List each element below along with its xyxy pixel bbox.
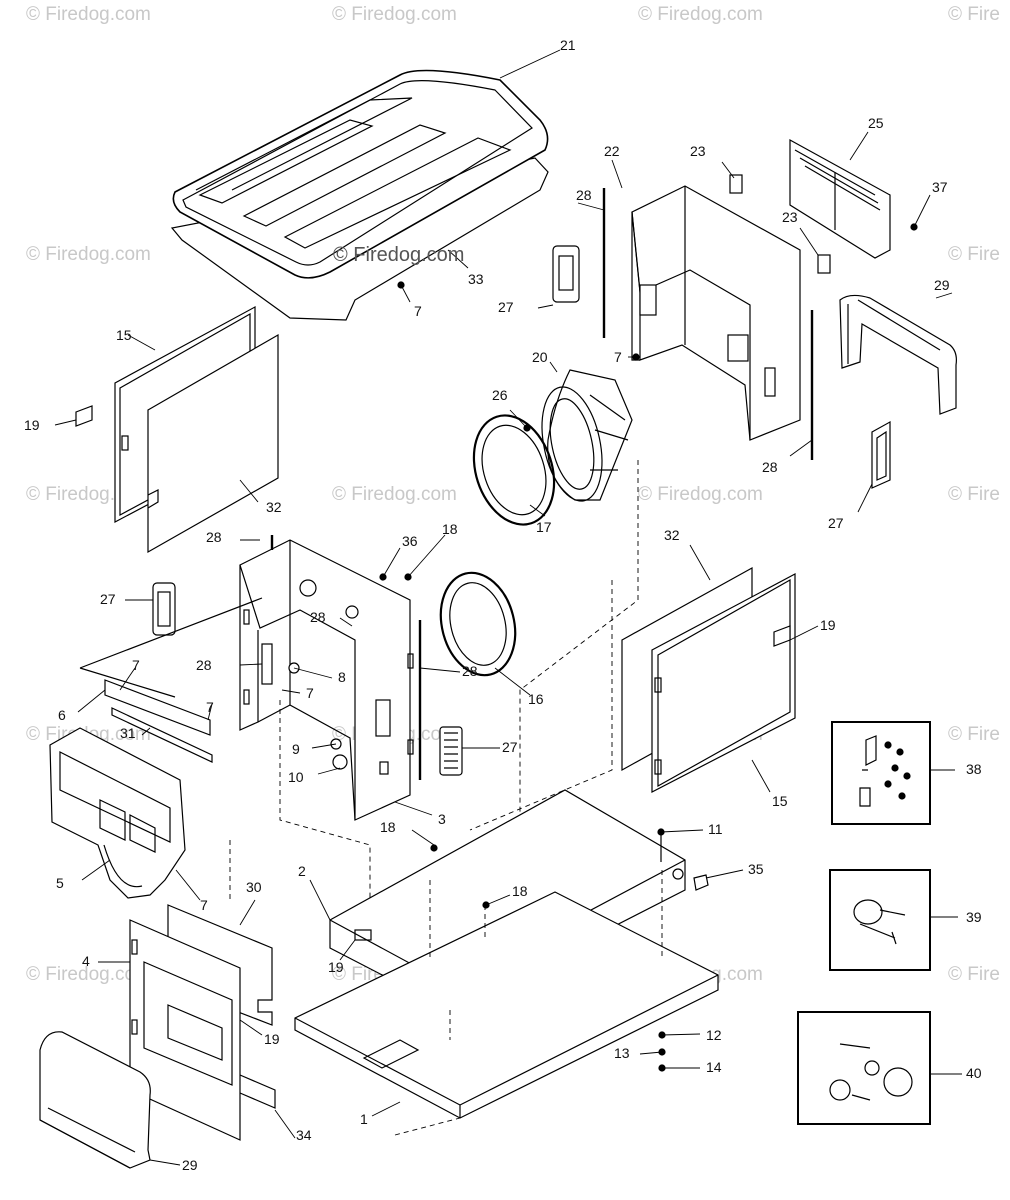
watermark: © Firedog.com [332,484,457,505]
side-panel-part [621,566,796,793]
part-number-label: 11 [708,821,723,837]
part-number-label: 26 [492,387,508,403]
part-number-label: 15 [116,327,132,343]
part-number-label: 2 [298,863,306,879]
part-number-label: 27 [100,591,116,607]
part-number-label: 7 [414,303,422,319]
part-number-label: 28 [196,657,212,673]
gasket-ring-part [439,571,517,677]
part-number-label: 14 [706,1059,722,1075]
part-number-label: 6 [58,707,66,723]
top-cover-part [170,69,549,321]
shroud-part [39,1031,151,1169]
watermark: © Firedog.com [638,4,763,25]
part-number-label: 36 [402,533,418,549]
gasket-part [817,254,831,274]
watermark: © Fire [948,724,1000,745]
part-number-label: 8 [338,669,346,685]
part-number-label: 18 [380,819,396,835]
part-number-label: 1 [360,1111,368,1127]
part-number-label: 23 [782,209,798,225]
gasket-part [729,174,743,194]
assembly-guide-lines [229,460,663,1136]
part-number-label: 28 [576,187,592,203]
watermark: © Firedog.com [26,4,151,25]
part-number-label: 20 [532,349,548,365]
front-door-part [129,904,276,1141]
part-number-label: 7 [614,349,622,365]
part-number-label: 40 [966,1065,982,1081]
part-number-label: 13 [614,1045,630,1061]
part-number-label: 10 [288,769,304,785]
part-number-label: 18 [512,883,528,899]
part-number-label: 27 [828,515,844,531]
watermark: © Firedog.com [332,4,457,25]
kit-box-39 [829,869,931,971]
part-number-label: 28 [206,529,222,545]
watermark: © Firedog.com [638,484,763,505]
part-number-label: 19 [24,417,40,433]
part-number-label: 32 [266,499,282,515]
part-number-label: 19 [264,1031,280,1047]
watermark: © Fire [948,964,1000,985]
part-number-label: 16 [528,691,544,707]
watermark-center: © Firedog.com [333,244,465,266]
watermark: © Firedog.com [26,964,151,985]
part-number-label: 27 [502,739,518,755]
back-panel-part [789,138,891,259]
watermark: © Fire [948,244,1000,265]
bottom-pan-part [294,891,719,1119]
kit-box-40 [797,1011,931,1125]
part-number-label: 34 [296,1127,312,1143]
part-number-label: 21 [560,37,576,53]
part-number-label: 35 [748,861,764,877]
part-number-label: 7 [206,699,214,715]
part-number-label: 9 [292,741,300,757]
part-number-label: 39 [966,909,982,925]
part-number-label: 7 [200,897,208,913]
part-number-label: 7 [306,685,314,701]
part-number-label: 5 [56,875,64,891]
part-number-label: 15 [772,793,788,809]
part-number-label: 4 [82,953,90,969]
part-number-label: 28 [762,459,778,475]
watermark: © Firedog.com [26,244,151,265]
part-number-label: 31 [120,725,136,741]
part-number-label: 23 [690,143,706,159]
part-number-label: 28 [462,663,478,679]
kit-box-38 [831,721,931,825]
middle-cabinet-part [239,539,414,821]
part-number-label: 3 [438,811,446,827]
part-number-label: 33 [468,271,484,287]
part-number-label: 28 [310,609,326,625]
part-number-label: 25 [868,115,884,131]
shroud-part [839,294,957,415]
blower-housing-part [472,369,633,526]
part-number-label: 30 [246,879,262,895]
side-panel-part [75,305,279,554]
part-number-label: 29 [182,1157,198,1173]
watermark: © Fire [948,4,1000,25]
burner-housing-part [49,727,186,899]
hardware-part [379,223,918,1072]
part-number-label: 19 [820,617,836,633]
vent-grille-part [152,245,891,776]
part-number-label: 19 [328,959,344,975]
leader-lines [54,49,962,1166]
watermark: © Fire [948,484,1000,505]
part-number-label: 37 [932,179,948,195]
rail-part [79,597,263,763]
part-number-label: 18 [442,521,458,537]
part-number-label: 29 [934,277,950,293]
part-number-label: 12 [706,1027,722,1043]
part-number-label: 7 [132,657,140,673]
part-number-label: 17 [536,519,552,535]
part-number-label: 32 [664,527,680,543]
part-number-label: 22 [604,143,620,159]
part-number-label: 27 [498,299,514,315]
part-number-label: 38 [966,761,982,777]
upper-cabinet-part [631,185,801,441]
